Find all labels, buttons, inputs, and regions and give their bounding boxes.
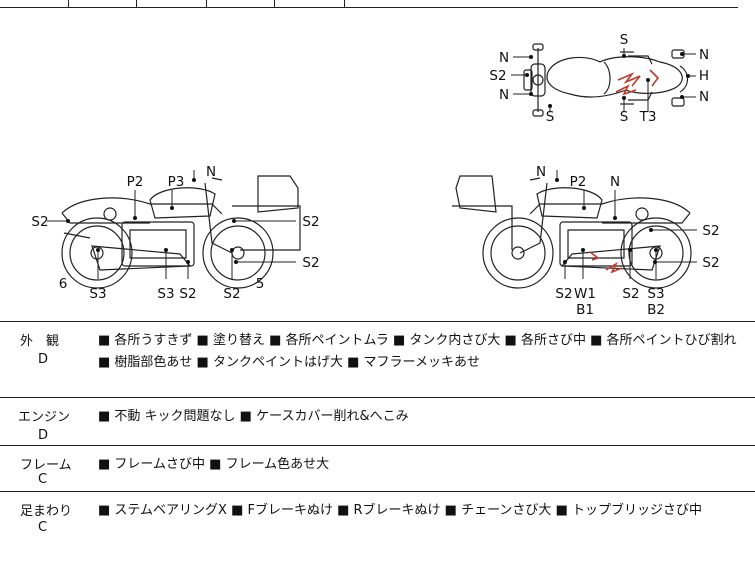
- row-description: ■ フレームさび中 ■ フレーム色あせ大: [98, 457, 330, 472]
- label-left-s3b: S3: [157, 286, 174, 302]
- label-right-s2b: S2: [702, 255, 719, 271]
- marker-dots: [66, 52, 690, 264]
- category-name: エンジン: [18, 410, 71, 425]
- label-left-s2c: S2: [302, 255, 319, 271]
- category-grade: D: [38, 428, 49, 443]
- condition-row-exterior: 外 観 D ■ 各所うすきず ■ 塗り替え ■ 各所ペイントムラ ■ タンク内さ…: [0, 322, 755, 398]
- label-left-6: 6: [59, 276, 68, 292]
- label-right-b1: B1: [576, 302, 594, 318]
- row-description: ■ 不動 キック問題なし ■ ケースカバー削れ&へこみ: [98, 409, 409, 424]
- top-table-edge: [0, 0, 738, 8]
- label-right-b2: B2: [647, 302, 665, 318]
- label-right-p2: P2: [570, 174, 587, 190]
- left-view-leaders: [47, 170, 296, 279]
- label-left-s2e: S2: [223, 286, 240, 302]
- row-description: ■ 各所うすきず ■ 塗り替え ■ 各所ペイントムラ ■ タンク内さび大 ■ 各…: [98, 333, 737, 370]
- damage-marks: [589, 69, 660, 274]
- left-view-motorcycle: [61, 175, 301, 289]
- label-left-n: N: [206, 164, 216, 180]
- label-top-s3: S: [546, 109, 555, 125]
- label-top-s1: S: [620, 32, 629, 48]
- condition-row-suspension: 足まわり C ■ ステムベアリングX ■ Fブレーキぬけ ■ Rブレーキぬけ ■…: [0, 492, 755, 561]
- category-grade: C: [38, 520, 48, 535]
- row-description: ■ ステムベアリングX ■ Fブレーキぬけ ■ Rブレーキぬけ ■ チェーンさび…: [98, 503, 702, 518]
- right-view-motorcycle: [452, 175, 692, 289]
- category-grade: D: [38, 352, 49, 367]
- condition-row-frame: フレーム C ■ フレームさび中 ■ フレーム色あせ大: [0, 446, 755, 492]
- label-right-n2: N: [610, 174, 620, 190]
- category-name: フレーム: [20, 458, 72, 473]
- condition-row-engine: エンジン D ■ 不動 キック問題なし ■ ケースカバー削れ&へこみ: [0, 398, 755, 446]
- label-right-s2a: S2: [702, 223, 719, 239]
- label-top-t3: T3: [639, 109, 657, 125]
- label-left-p2: P2: [127, 174, 144, 190]
- label-left-s2d: S2: [179, 286, 196, 302]
- label-left-5: 5: [256, 276, 265, 292]
- label-right-w1: W1: [574, 286, 596, 302]
- label-top-n2: N: [499, 87, 509, 103]
- damage-diagram-area: S N S2 N S N H N S T3 P2 P3 N S2 S2 S2 6…: [0, 8, 755, 322]
- label-left-s3a: S3: [89, 286, 106, 302]
- label-right-s2c: S2: [555, 286, 572, 302]
- category-name: 外 観: [20, 334, 60, 349]
- category-grade: C: [38, 472, 48, 487]
- label-left-p3: P3: [168, 174, 185, 190]
- label-right-s2d: S2: [622, 286, 639, 302]
- top-view-leaders: [511, 48, 696, 112]
- label-top-n3: N: [699, 47, 709, 63]
- label-top-s2: S2: [489, 68, 506, 84]
- label-left-s2b: S2: [302, 214, 319, 230]
- label-top-n4: N: [699, 89, 709, 105]
- label-left-s2a: S2: [31, 214, 48, 230]
- category-name: 足まわり: [20, 504, 73, 519]
- label-right-n1: N: [536, 164, 546, 180]
- label-top-n1: N: [499, 50, 509, 66]
- motorcycle-diagram: S N S2 N S N H N S T3 P2 P3 N S2 S2 S2 6…: [31, 32, 719, 318]
- label-right-s3: S3: [647, 286, 664, 302]
- label-top-s4: S: [620, 109, 629, 125]
- label-top-h: H: [699, 68, 709, 84]
